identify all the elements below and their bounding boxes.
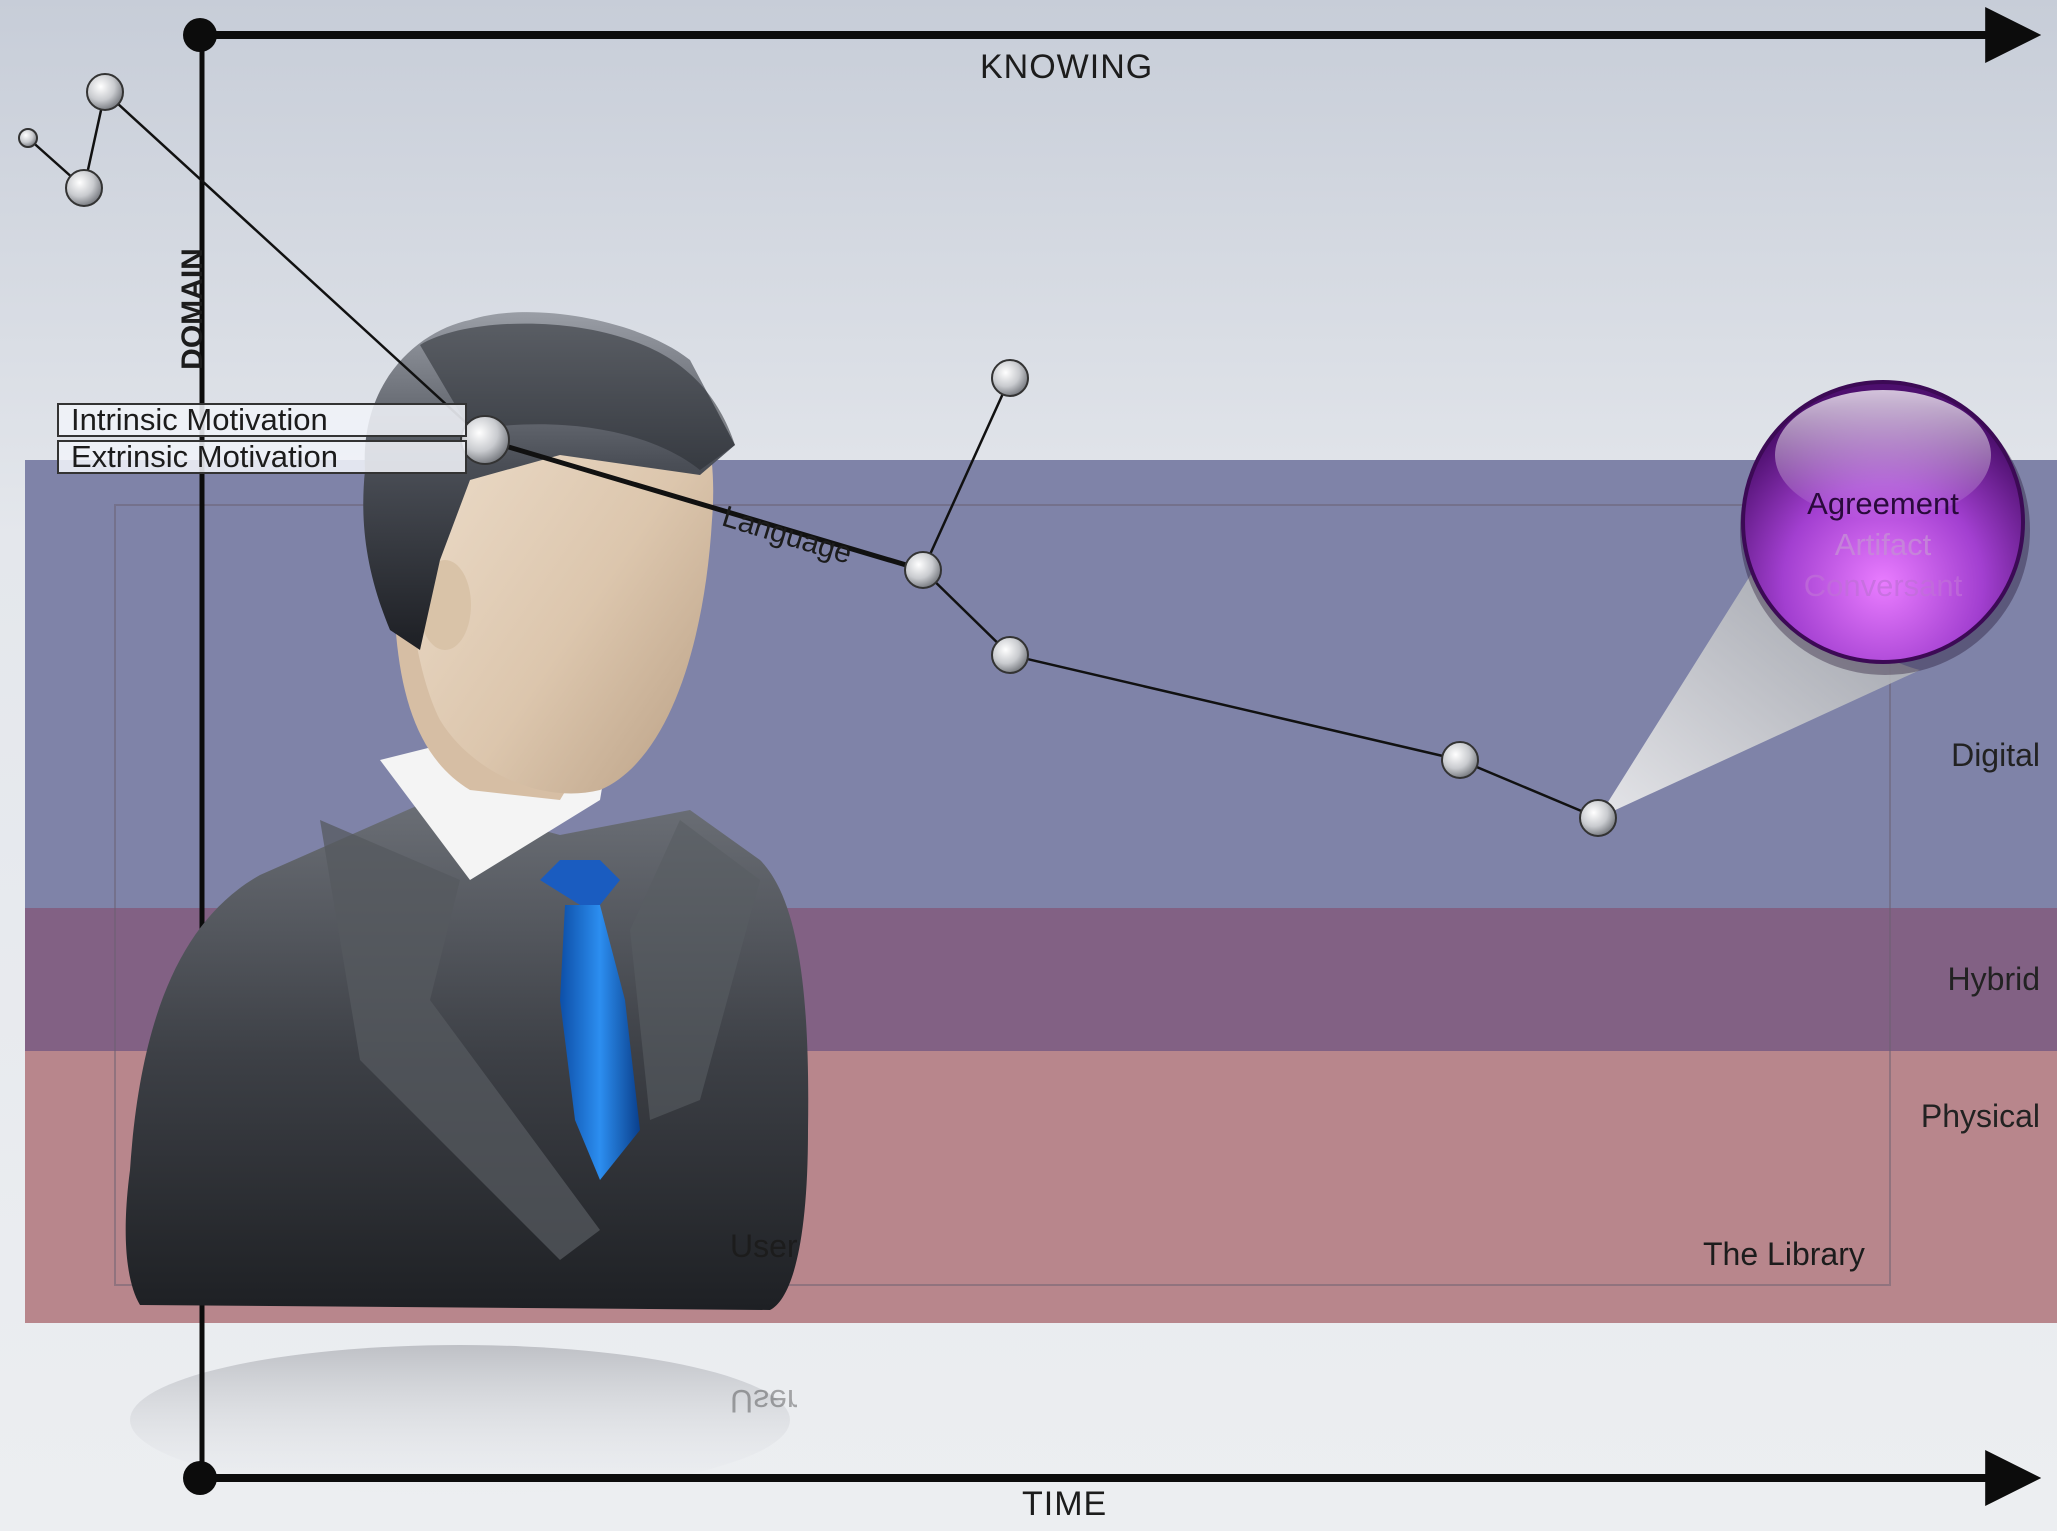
domain-axis-label: DOMAIN [176,234,210,384]
knowing-origin-dot [183,18,217,52]
time-axis-label: TIME [1022,1485,1107,1524]
knowing-axis-label: KNOWING [980,48,1153,87]
node [87,74,123,110]
bubble-line-agreement: Agreement [1783,486,1983,522]
band-label-physical: Physical [1921,1098,2040,1135]
node [1580,800,1616,836]
node [1442,742,1478,778]
node [66,170,102,206]
time-origin-dot [183,1461,217,1495]
node [461,416,509,464]
bubble-line-artifact: Artifact [1783,527,1983,563]
band-label-digital: Digital [1951,737,2040,774]
intrinsic-motivation-box: Intrinsic Motivation [57,403,467,437]
library-label: The Library [1703,1236,1865,1273]
user-label: User [730,1228,798,1265]
extrinsic-motivation-box: Extrinsic Motivation [57,440,467,474]
bubble-line-conversant: Conversant [1783,568,1983,604]
node [905,552,941,588]
node [992,360,1028,396]
user-reflection-shadow [130,1345,790,1495]
node [19,129,37,147]
band-label-hybrid: Hybrid [1948,961,2040,998]
user-label-reflection: User [730,1382,798,1419]
node [992,637,1028,673]
